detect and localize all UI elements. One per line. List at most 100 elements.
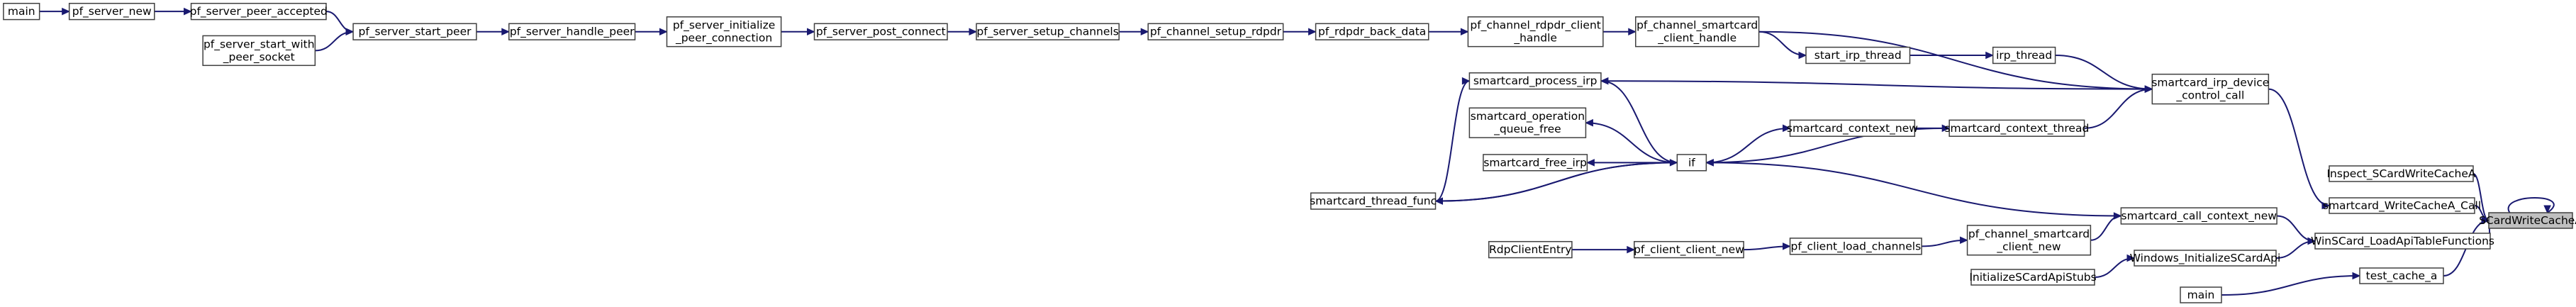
edge-arrowhead — [2144, 85, 2153, 93]
edge-startwith-to-startpeer — [315, 28, 355, 52]
node-box — [1310, 192, 1437, 210]
node-smartcard-thread-func[interactable]: smartcard_thread_func — [1310, 192, 1437, 210]
node-pf-rdpdr-back-data[interactable]: pf_rdpdr_back_data — [1315, 23, 1429, 40]
edge-rdpentry-to-clientnew — [1571, 245, 1636, 254]
node-label: _queue_free — [1493, 123, 1561, 136]
node-windows-initializescardapi[interactable]: Windows_InitializeSCardApi — [2130, 250, 2281, 267]
node-label: pf_server_handle_peer — [510, 26, 635, 39]
edge-line — [2221, 275, 2360, 296]
node-box — [1805, 46, 1911, 65]
node-pf-channel-smartcard-client-handle[interactable]: pf_channel_smartcard_client_handle — [1635, 16, 1760, 48]
node-scardwritecachea[interactable]: SCardWriteCacheA — [2479, 212, 2576, 229]
edge-arrowhead — [2543, 205, 2551, 214]
node-box — [666, 16, 782, 48]
edge-arrowhead — [659, 28, 668, 36]
node-label: smartcard_operation — [1471, 110, 1585, 123]
node-if[interactable]: if — [1676, 154, 1707, 172]
node-pf-server-start-peer[interactable]: pf_server_start_peer — [352, 23, 477, 40]
edge-setup-to-chansetup — [1119, 28, 1149, 36]
node-pf-client-load-channels[interactable]: pf_client_load_channels — [1789, 238, 1922, 255]
node-test-cache-a[interactable]: test_cache_a — [2359, 267, 2444, 284]
node-pf-channel-smartcard-client-new[interactable]: pf_channel_smartcard_client_new — [1966, 225, 2092, 256]
edge-line — [1600, 80, 1678, 164]
node-inspect-scardwritecachea[interactable]: Inspect_SCardWriteCacheA — [2326, 165, 2476, 182]
node-smartcard-writecachea-call[interactable]: smartcard_WriteCacheA_Call — [2323, 197, 2481, 214]
node-smartcard-irp-device-control-call[interactable]: smartcard_irp_device_control_call — [2151, 73, 2270, 105]
node-pf-channel-rdpdr-client-handle[interactable]: pf_channel_rdpdr_client_handle — [1467, 16, 1604, 48]
edge-sccliehandle-to-startirp — [1758, 30, 1807, 60]
edge-line — [1758, 30, 2153, 90]
node-smartcard-process-irp[interactable]: smartcard_process_irp — [1468, 72, 1602, 90]
node-pf-server-setup-channels[interactable]: pf_server_setup_channels — [976, 23, 1120, 40]
node-box — [2359, 267, 2444, 284]
edge-line — [2084, 88, 2153, 129]
node-label: smartcard_WriteCacheA_Call — [2323, 199, 2481, 213]
edge-ctxthread-to-irpdev — [2084, 85, 2153, 129]
edge-arrowhead — [345, 28, 355, 36]
node-smartcard-operation-queue-free[interactable]: smartcard_operation_queue_free — [1468, 107, 1587, 138]
node-box — [1483, 154, 1588, 172]
node-pf-server-handle-peer[interactable]: pf_server_handle_peer — [508, 23, 636, 40]
node-smartcard-context-thread[interactable]: smartcard_context_thread — [1944, 119, 2089, 137]
node-start-irp-thread[interactable]: start_irp_thread — [1805, 46, 1911, 65]
node-smartcard-call-context-new[interactable]: smartcard_call_context_new — [2120, 207, 2277, 225]
node-initializescardapistubs[interactable]: InitializeSCardApiStubs — [1969, 269, 2097, 286]
edge-chansetup-to-backdata — [1283, 28, 1317, 36]
edge-if-to-ctxnew — [1706, 124, 1791, 164]
node-label: pf_rdpdr_back_data — [1318, 26, 1426, 39]
node-pf-server-new[interactable]: pf_server_new — [68, 3, 155, 21]
node-box — [1789, 119, 1916, 137]
edge-new-to-accepted — [154, 7, 192, 16]
node-label: smartcard_irp_device — [2151, 77, 2269, 90]
node-pf-server-start-with-peer-socket[interactable]: pf_server_start_with_peer_socket — [202, 35, 316, 67]
node-pf-server-initialize-peer-connection[interactable]: pf_server_initialize_peer_connection — [666, 16, 782, 48]
node-label: smartcard_context_thread — [1944, 122, 2089, 135]
node-label: smartcard_call_context_new — [2121, 210, 2277, 223]
node-main[interactable]: main — [2180, 286, 2222, 303]
node-box — [508, 23, 636, 40]
edge-if-to-opqueue — [1585, 118, 1678, 164]
node-label: pf_server_peer_accepted — [190, 5, 328, 18]
node-box — [2134, 250, 2277, 267]
node-smartcard-free-irp[interactable]: smartcard_free_irp — [1483, 154, 1588, 172]
node-label: SCardWriteCacheA — [2479, 214, 2576, 227]
edge-arrowhead — [1627, 245, 1636, 254]
edge-line — [1435, 162, 1678, 202]
node-label: Inspect_SCardWriteCacheA — [2326, 167, 2475, 181]
node-label: _peer_socket — [223, 50, 295, 64]
edge-arrowhead — [1586, 159, 1595, 167]
edge-arrowhead — [1985, 51, 1994, 60]
node-box — [190, 3, 327, 21]
node-box — [1635, 16, 1760, 48]
node-box — [1966, 225, 2092, 256]
node-pf-channel-setup-rdpdr[interactable]: pf_channel_setup_rdpdr — [1147, 23, 1284, 40]
edge-arrowhead — [1628, 28, 1637, 36]
edge-line — [2507, 197, 2555, 213]
edge-post-to-setup — [947, 28, 978, 36]
node-rdpcliententry[interactable]: RdpClientEntry — [1488, 240, 1573, 259]
node-box — [2120, 207, 2277, 225]
edge-wininit-to-winscard — [2275, 237, 2316, 259]
node-irp-thread[interactable]: irp_thread — [1992, 46, 2056, 65]
nodes-layer: main pf_server_new pf_server_peer_accepted… — [3, 3, 2576, 303]
edge-arrowhead — [1600, 77, 1609, 85]
edge-init-to-post — [781, 28, 815, 36]
node-pf-server-post-connect[interactable]: pf_server_post_connect — [813, 23, 948, 40]
node-winscard-loadapitablefunctions[interactable]: WinSCard_LoadApiTableFunctions — [2311, 233, 2494, 250]
node-box — [68, 3, 155, 21]
node-box — [2151, 73, 2270, 105]
node-pf-server-peer-accepted[interactable]: pf_server_peer_accepted — [190, 3, 328, 21]
edge-startirp-to-irpthread — [1909, 51, 1994, 60]
node-label: pf_client_client_new — [1634, 243, 1744, 257]
edge-arrowhead — [1460, 28, 1469, 36]
edge-chanscnew-to-callctx — [2090, 212, 2122, 241]
node-smartcard-context-new[interactable]: smartcard_context_new — [1787, 119, 1918, 137]
node-main[interactable]: main — [3, 3, 40, 21]
node-box — [1147, 23, 1284, 40]
node-pf-client-client-new[interactable]: pf_client_client_new — [1634, 240, 1744, 259]
edge-arrowhead — [62, 7, 70, 16]
node-box — [1488, 240, 1573, 259]
node-label: pf_server_start_with — [203, 38, 315, 51]
edge-line — [2055, 55, 2153, 90]
